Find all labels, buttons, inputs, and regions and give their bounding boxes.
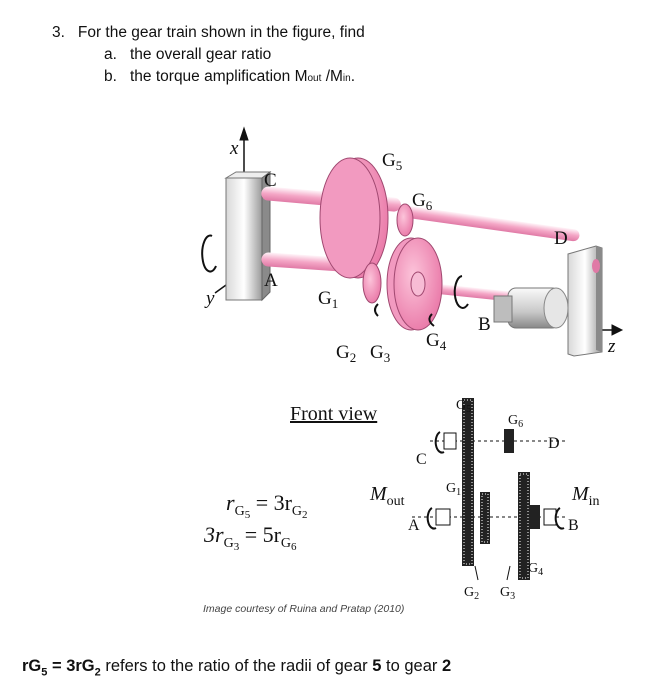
- front-view-title: Front view: [290, 403, 378, 425]
- item-sub: out: [307, 73, 322, 84]
- front-view-schematic: [412, 398, 566, 581]
- fv-label-Min: Min: [571, 483, 600, 509]
- item-label: a.: [104, 46, 117, 63]
- question-number: 3.: [52, 24, 65, 41]
- question-block: 3. For the gear train shown in the figur…: [52, 22, 365, 90]
- label-G1: G1: [318, 288, 338, 311]
- label-G5: G5: [382, 150, 402, 173]
- equations: rG5 = 3rG2 3rG3 = 5rG6: [203, 490, 308, 553]
- fv-label-G1: G1: [446, 481, 461, 498]
- equation-1: rG5 = 3rG2: [226, 490, 308, 521]
- fv-label-G3: G3: [500, 585, 515, 602]
- fv-label-G5: G5: [456, 398, 471, 415]
- note-part: 5: [41, 666, 48, 679]
- question-item-a: a. the overall gear ratio: [52, 44, 365, 66]
- fv-label-C: C: [416, 451, 427, 468]
- right-support: [567, 245, 603, 357]
- fv-label-D: D: [548, 435, 560, 452]
- item-text: the torque amplification M: [130, 68, 308, 85]
- label-G4: G4: [426, 330, 447, 353]
- item-sub: in: [342, 73, 351, 84]
- fv-label-G2: G2: [464, 585, 479, 602]
- label-G3: G3: [370, 342, 390, 365]
- rotation-arrows: [201, 234, 469, 327]
- gears: [319, 157, 443, 331]
- left-support: [224, 171, 272, 302]
- question-line: 3. For the gear train shown in the figur…: [52, 22, 365, 44]
- label-z: z: [607, 336, 616, 357]
- item-label: b.: [104, 68, 117, 85]
- figure-labels: x y z C A D B G5 G6 G1 G2 G3 G4: [204, 138, 616, 365]
- item-suffix: .: [350, 68, 356, 85]
- note-part: rG: [22, 657, 42, 675]
- fv-label-G6: G6: [508, 413, 523, 430]
- note-part: 2: [94, 666, 101, 679]
- question-text: For the gear train shown in the figure, …: [77, 24, 365, 41]
- question-item-b: b. the torque amplification Mout /Min.: [52, 66, 365, 90]
- label-y: y: [204, 288, 215, 309]
- fv-label-G4: G4: [528, 561, 543, 578]
- note-part: 5: [372, 657, 382, 675]
- equation-2: 3rG3 = 5rG6: [203, 522, 297, 553]
- label-B: B: [478, 314, 491, 335]
- note-part: = 3rG: [47, 657, 95, 675]
- footnote: rG5 = 3rG2 refers to the ratio of the ra…: [22, 657, 451, 678]
- label-C: C: [264, 170, 277, 191]
- front-view-labels: C D A B Mout Min G5 G6 G1 G4 G2 G3: [369, 398, 600, 602]
- fv-label-A: A: [408, 517, 420, 534]
- item-text: the overall gear ratio: [130, 46, 272, 63]
- label-G6: G6: [412, 190, 433, 213]
- motor: [493, 287, 569, 329]
- fv-label-Mout: Mout: [369, 483, 405, 509]
- note-part: 2: [441, 657, 452, 675]
- note-part: to gear: [381, 657, 442, 675]
- label-D: D: [554, 228, 568, 249]
- label-x: x: [229, 138, 239, 159]
- image-credit: Image courtesy of Ruina and Pratap (2010…: [203, 603, 405, 615]
- label-G2: G2: [336, 342, 356, 365]
- note-part: refers to the ratio of the radii of gear: [100, 657, 373, 675]
- item-mid: /M: [321, 68, 343, 85]
- fv-label-B: B: [568, 517, 579, 534]
- label-A: A: [264, 270, 278, 291]
